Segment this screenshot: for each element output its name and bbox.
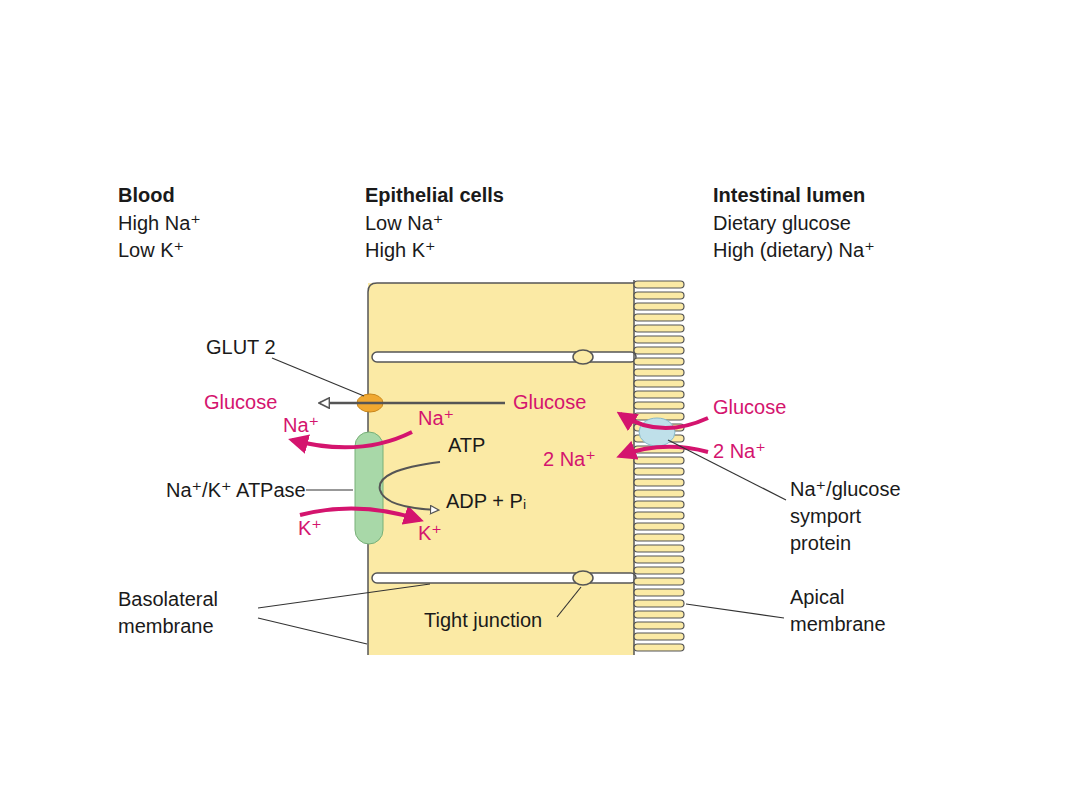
membrane-label: Basolateral membrane (118, 586, 258, 640)
membrane-label: Apical membrane (790, 584, 902, 638)
apical-edge (633, 280, 635, 655)
microvillus (634, 633, 684, 640)
column-heading: Intestinal lumen (713, 182, 865, 209)
glucose-uptake-arrow (620, 414, 708, 428)
microvillus (634, 556, 684, 563)
ion-label: 2 Na⁺ (713, 438, 766, 465)
ion-label: Na⁺ (418, 405, 454, 432)
condition-text: Low Na⁺ (365, 210, 443, 237)
condition-text: Dietary glucose (713, 210, 851, 237)
molecule-label: ADP + Pᵢ (446, 488, 526, 515)
ion-label: 2 Na⁺ (543, 446, 596, 473)
column-heading: Epithelial cells (365, 182, 504, 209)
microvillus (634, 479, 684, 486)
atp-hydrolysis-arrow (380, 462, 440, 510)
microvillus (634, 567, 684, 574)
tight-junction (573, 350, 593, 364)
microvillus (634, 303, 684, 310)
ion-label: K⁺ (298, 515, 322, 542)
molecule-label: ATP (448, 432, 485, 459)
tight-junction (573, 571, 593, 585)
lateral-membrane (372, 352, 636, 362)
leader-line (557, 587, 581, 617)
condition-text: High (dietary) Na⁺ (713, 237, 875, 264)
microvillus (634, 281, 684, 288)
molecule-label: Glucose (513, 389, 586, 416)
microvillus (634, 347, 684, 354)
microvillus (634, 292, 684, 299)
microvillus (634, 501, 684, 508)
basolateral-edge (368, 283, 634, 655)
microvillus (634, 314, 684, 321)
protein-label: GLUT 2 (206, 334, 276, 361)
microvillus (634, 457, 684, 464)
leader-line (258, 618, 367, 644)
protein-label: Na⁺/glucose symport protein (790, 476, 918, 557)
microvillus (634, 545, 684, 552)
microvillus (634, 402, 684, 409)
glucose-flow-arrow (320, 402, 505, 405)
condition-text: High K⁺ (365, 237, 436, 264)
microvillus (634, 490, 684, 497)
microvillus (634, 512, 684, 519)
microvillus (634, 380, 684, 387)
column-heading: Blood (118, 182, 175, 209)
leader-line (686, 604, 784, 618)
structure-label: Tight junction (424, 607, 542, 634)
molecule-label: Glucose (713, 394, 786, 421)
symport-protein (639, 418, 675, 446)
lateral-membrane (372, 573, 636, 583)
microvillus (634, 578, 684, 585)
leader-line (306, 489, 353, 490)
microvillus (634, 523, 684, 530)
microvillus (634, 391, 684, 398)
condition-text: High Na⁺ (118, 210, 201, 237)
ion-label: Na⁺ (283, 412, 319, 439)
microvillus (634, 600, 684, 607)
microvillus (634, 622, 684, 629)
cell-cytoplasm (368, 283, 634, 655)
molecule-label: Glucose (204, 389, 277, 416)
microvillus (634, 369, 684, 376)
microvillus (634, 336, 684, 343)
leader-line (258, 584, 430, 608)
protein-label: Na⁺/K⁺ ATPase (166, 477, 306, 504)
microvillus (634, 534, 684, 541)
microvillus (634, 644, 684, 651)
microvilli (634, 281, 684, 651)
microvillus (634, 325, 684, 332)
condition-text: Low K⁺ (118, 237, 184, 264)
sodium-uptake-arrow (620, 447, 708, 456)
microvillus (634, 468, 684, 475)
microvillus (634, 358, 684, 365)
ion-label: K⁺ (418, 520, 442, 547)
microvillus (634, 589, 684, 596)
leader-line (272, 358, 364, 396)
microvillus (634, 611, 684, 618)
